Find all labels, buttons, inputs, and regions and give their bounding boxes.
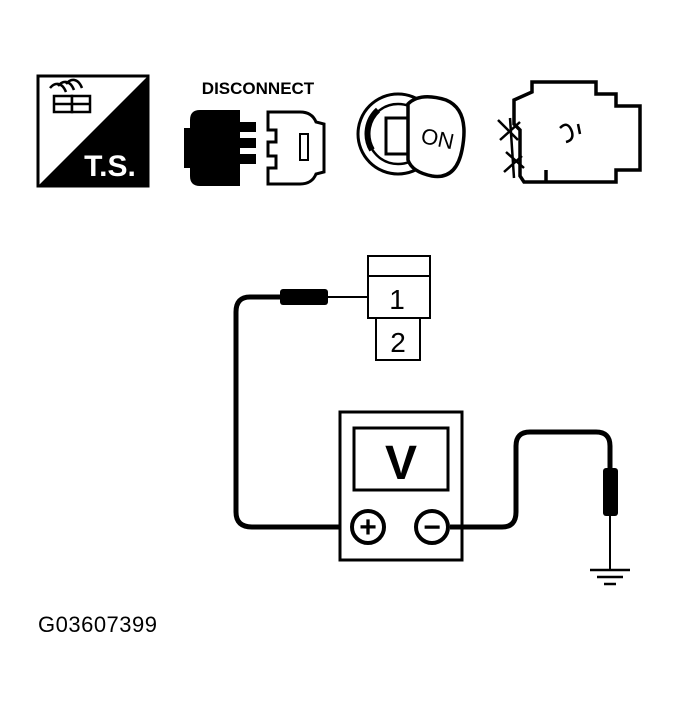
connector-pin-1: 1 bbox=[389, 284, 405, 315]
voltmeter-display bbox=[352, 426, 450, 492]
figure-code: G03607399 bbox=[38, 612, 158, 637]
negative-terminal-label: − bbox=[423, 511, 441, 544]
negative-terminal-icon bbox=[414, 509, 450, 545]
engine-off-icon bbox=[497, 80, 642, 184]
disconnect-icon: DISCONNECT bbox=[184, 79, 326, 186]
technical-service-icon: T.S. bbox=[36, 74, 150, 188]
negative-test-lead bbox=[450, 429, 618, 570]
positive-test-lead bbox=[233, 289, 368, 530]
positive-terminal-label: + bbox=[359, 511, 377, 544]
negative-probe-tip bbox=[603, 468, 618, 516]
disconnect-label: DISCONNECT bbox=[202, 79, 315, 98]
connector-pin-2: 2 bbox=[390, 327, 406, 358]
positive-terminal-icon bbox=[350, 509, 386, 545]
voltmeter-symbol: V bbox=[385, 437, 417, 490]
ts-label: T.S. bbox=[84, 150, 136, 183]
test-connector: 1 2 bbox=[367, 255, 431, 361]
ground-icon bbox=[590, 568, 630, 586]
positive-probe-tip bbox=[280, 289, 328, 305]
connector-sketch-icon bbox=[49, 78, 92, 114]
voltmeter: V + − bbox=[338, 410, 464, 562]
ignition-key-icon: ON bbox=[356, 92, 466, 179]
